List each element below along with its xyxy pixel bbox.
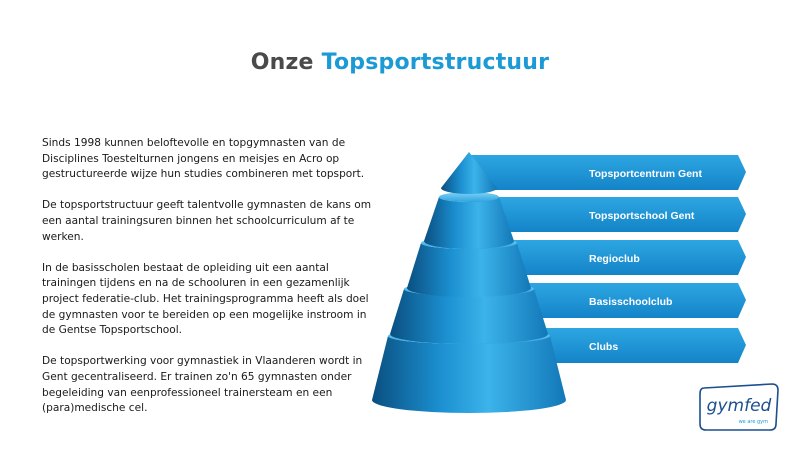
logo-brand-text: gymfed	[707, 396, 772, 416]
level-label-topsportcentrum: Topsportcentrum Gent	[589, 168, 702, 180]
gymfed-logo: gymfed we are gym	[699, 383, 779, 431]
slide-title: Onze Topsportstructuur	[0, 50, 800, 75]
title-word-onze: Onze	[250, 50, 314, 75]
description-text: Sinds 1998 kunnen beloftevolle en topgym…	[42, 136, 382, 432]
level-label-clubs: Clubs	[589, 341, 618, 353]
level-arrow-3	[469, 240, 746, 275]
level-label-topsportschool: Topsportschool Gent	[589, 210, 695, 222]
level-label-basisschoolclub: Basisschoolclub	[589, 296, 672, 308]
paragraph-gent: De topsportwerking voor gymnastiek in Vl…	[42, 355, 363, 415]
paragraph-basisscholen: In de basisscholen bestaat de opleiding …	[42, 261, 369, 337]
pyramid-level-1	[441, 152, 497, 194]
title-word-topsportstructuur: Topsportstructuur	[321, 50, 550, 75]
level-arrow-1	[469, 155, 746, 190]
logo-tagline: we are gym	[739, 419, 769, 425]
paragraph-curriculum: De topsportstructuur geeft talentvolle g…	[42, 199, 372, 243]
paragraph-history: Sinds 1998 kunnen beloftevolle en topgym…	[42, 137, 365, 181]
level-label-regioclub: Regioclub	[589, 253, 640, 265]
level-arrow-2	[469, 197, 746, 232]
pyramid-level-2	[424, 192, 514, 249]
